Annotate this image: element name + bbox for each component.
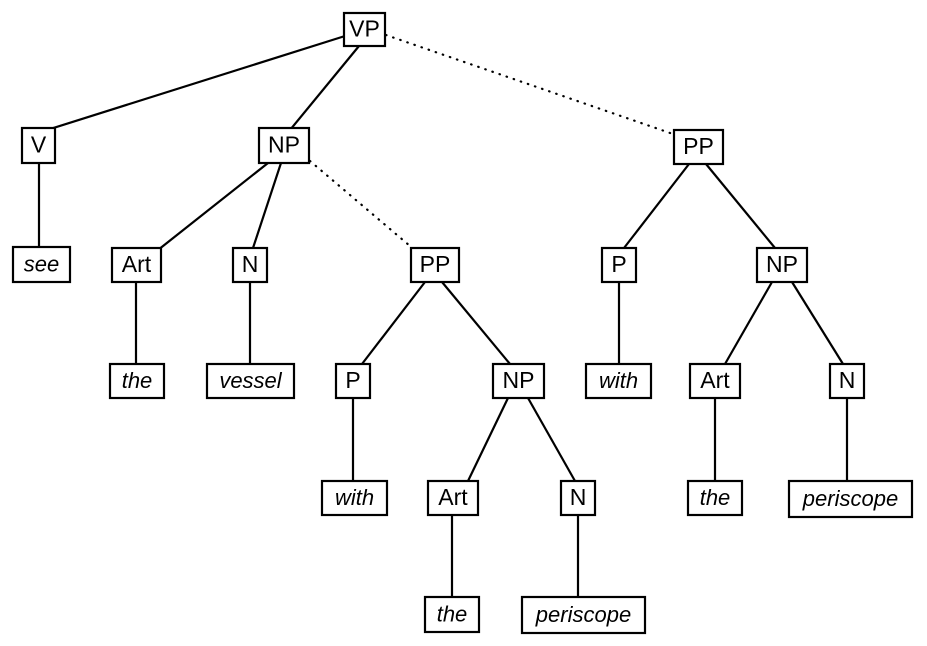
category-node-v[interactable]: V <box>20 126 57 165</box>
tree-edge-pp_mid-to-np_mid <box>441 281 511 365</box>
tree-edge-np1-to-art1 <box>157 162 269 251</box>
node-box <box>686 479 744 517</box>
node-label: with <box>335 485 374 510</box>
node-box <box>423 595 481 634</box>
tree-edge-np1-to-n1 <box>251 162 283 249</box>
node-box <box>787 479 914 519</box>
terminal-node-periscope_right[interactable]: periscope <box>787 479 914 519</box>
terminal-node-the_right[interactable]: the <box>686 479 744 517</box>
category-node-art_right[interactable]: Art <box>688 362 742 400</box>
category-node-pp_mid[interactable]: PP <box>409 246 461 284</box>
node-label: periscope <box>535 602 631 627</box>
node-box <box>334 362 372 400</box>
node-label: P <box>345 367 360 393</box>
node-box <box>688 362 742 400</box>
node-box <box>520 595 647 635</box>
node-box <box>672 128 725 166</box>
terminal-node-periscope_mid[interactable]: periscope <box>520 595 647 635</box>
category-node-art1[interactable]: Art <box>110 246 163 284</box>
tree-edge-vp-to-v <box>46 34 346 132</box>
node-label: Art <box>122 251 152 277</box>
node-box <box>257 126 311 165</box>
node-label: PP <box>683 133 714 159</box>
category-node-np_mid[interactable]: NP <box>491 362 546 400</box>
node-label: Art <box>700 367 730 393</box>
node-label: the <box>700 485 731 510</box>
tree-edge-vp-to-pp_right <box>384 33 675 136</box>
node-box <box>409 246 461 284</box>
terminal-node-with_mid[interactable]: with <box>320 479 389 517</box>
node-box <box>231 246 269 284</box>
node-box <box>342 11 387 48</box>
node-label: N <box>570 484 587 510</box>
node-box <box>600 246 638 284</box>
node-box <box>828 362 866 400</box>
category-node-np_right[interactable]: NP <box>755 246 809 284</box>
node-label: VP <box>349 16 380 42</box>
node-box <box>559 479 597 517</box>
tree-edge-np1-to-pp_mid <box>308 159 412 248</box>
terminal-node-with_right[interactable]: with <box>584 362 653 400</box>
node-label: Art <box>438 484 468 510</box>
node-label: PP <box>420 251 451 277</box>
node-label: the <box>437 601 468 626</box>
tree-edge-np_right-to-art_right <box>724 281 773 365</box>
node-label: NP <box>268 132 300 158</box>
node-box <box>108 362 166 400</box>
category-node-vp[interactable]: VP <box>342 11 387 48</box>
category-node-p_mid[interactable]: P <box>334 362 372 400</box>
tree-edge-vp-to-np1 <box>289 45 360 131</box>
node-label: the <box>122 368 153 393</box>
node-box <box>426 479 480 517</box>
terminal-node-vessel[interactable]: vessel <box>205 362 296 400</box>
node-label: with <box>599 368 638 393</box>
category-node-n1[interactable]: N <box>231 246 269 284</box>
tree-edge-pp_right-to-np_right <box>705 163 776 249</box>
node-box <box>584 362 653 400</box>
node-label: see <box>24 251 59 276</box>
node-box <box>110 246 163 284</box>
category-node-p_right[interactable]: P <box>600 246 638 284</box>
node-label: P <box>611 251 626 277</box>
tree-edge-pp_mid-to-p_mid <box>361 281 426 365</box>
node-box <box>320 479 389 517</box>
tree-edge-pp_right-to-p_right <box>623 163 690 249</box>
terminal-node-the_mid[interactable]: the <box>423 595 481 634</box>
node-label: NP <box>766 251 798 277</box>
category-node-pp_right[interactable]: PP <box>672 128 725 166</box>
node-label: V <box>31 132 47 158</box>
node-box <box>491 362 546 400</box>
tree-edge-np_mid-to-art_mid <box>467 397 509 482</box>
edge-layer <box>37 33 849 597</box>
category-node-art_mid[interactable]: Art <box>426 479 480 517</box>
node-label: NP <box>503 367 535 393</box>
category-node-np1[interactable]: NP <box>257 126 311 165</box>
node-label: vessel <box>219 368 282 393</box>
category-node-n_right[interactable]: N <box>828 362 866 400</box>
terminal-node-see[interactable]: see <box>11 245 72 284</box>
node-label: N <box>242 251 259 277</box>
node-box <box>20 126 57 165</box>
node-label: N <box>839 367 856 393</box>
category-node-n_mid[interactable]: N <box>559 479 597 517</box>
tree-edge-np_right-to-n_right <box>791 281 844 365</box>
node-label: periscope <box>802 486 898 511</box>
node-box <box>755 246 809 284</box>
terminal-node-the1[interactable]: the <box>108 362 166 400</box>
tree-edge-np_mid-to-n_mid <box>527 397 576 482</box>
node-box <box>205 362 296 400</box>
node-box <box>11 245 72 284</box>
